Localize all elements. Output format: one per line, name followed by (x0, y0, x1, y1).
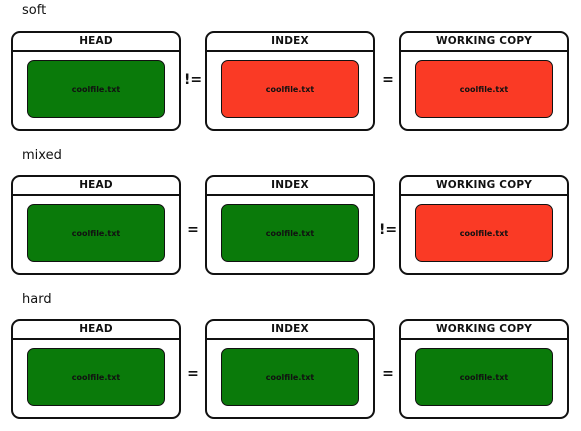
panel-title: WORKING COPY (401, 321, 567, 340)
file-box: coolfile.txt (221, 348, 359, 406)
file-box: coolfile.txt (221, 60, 359, 118)
panel-title: HEAD (13, 321, 179, 340)
file-box: coolfile.txt (27, 204, 165, 262)
relation-symbol: = (187, 366, 199, 382)
panel-title: HEAD (13, 33, 179, 52)
relation-symbol: = (382, 72, 394, 88)
panel-title: INDEX (207, 33, 373, 52)
file-box: coolfile.txt (415, 204, 553, 262)
relation-symbol: = (382, 366, 394, 382)
file-box: coolfile.txt (415, 348, 553, 406)
panel-title: HEAD (13, 177, 179, 196)
panel-title: INDEX (207, 177, 373, 196)
working-copy-panel-mixed: WORKING COPY coolfile.txt (399, 175, 569, 275)
head-panel-hard: HEAD coolfile.txt (11, 319, 181, 419)
relation-symbol: != (378, 222, 398, 238)
row-label-soft: soft (22, 3, 47, 18)
row-label-hard: hard (22, 292, 52, 307)
file-box: coolfile.txt (415, 60, 553, 118)
panel-title: INDEX (207, 321, 373, 340)
working-copy-panel-hard: WORKING COPY coolfile.txt (399, 319, 569, 419)
head-panel-mixed: HEAD coolfile.txt (11, 175, 181, 275)
panel-title: WORKING COPY (401, 33, 567, 52)
working-copy-panel-soft: WORKING COPY coolfile.txt (399, 31, 569, 131)
file-box: coolfile.txt (221, 204, 359, 262)
relation-symbol: = (187, 222, 199, 238)
index-panel-mixed: INDEX coolfile.txt (205, 175, 375, 275)
panel-title: WORKING COPY (401, 177, 567, 196)
row-label-mixed: mixed (22, 148, 62, 163)
file-box: coolfile.txt (27, 348, 165, 406)
index-panel-hard: INDEX coolfile.txt (205, 319, 375, 419)
file-box: coolfile.txt (27, 60, 165, 118)
relation-symbol: != (183, 72, 203, 88)
index-panel-soft: INDEX coolfile.txt (205, 31, 375, 131)
head-panel-soft: HEAD coolfile.txt (11, 31, 181, 131)
